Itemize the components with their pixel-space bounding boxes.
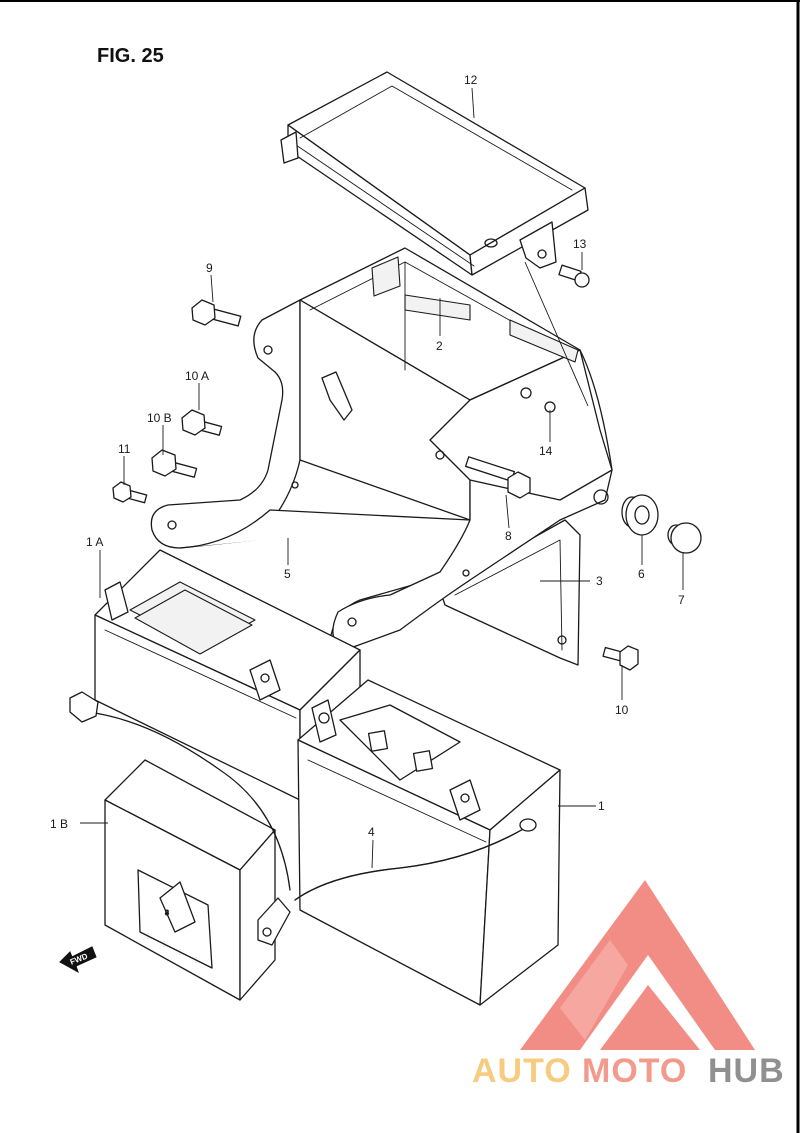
part-12-battery-cover [280,71,589,276]
part-10b-bolt [151,449,198,478]
part-10-bolt [602,645,639,671]
callout-9: 9 [206,261,213,275]
svg-text:8: 8 [165,910,169,917]
callout-5: 5 [284,567,291,581]
part-8-bolt [464,456,531,499]
part-6-grommet [621,494,659,536]
callout-labels: 12 13 9 2 10 A 10 B 14 11 8 1 A 5 3 6 7 … [50,73,685,839]
callout-6: 6 [638,567,645,581]
part-7-collar [667,522,702,554]
callout-10: 10 [615,703,629,717]
callout-4: 4 [368,825,375,839]
part-1b-battery-pack: 8 [104,759,276,1001]
part-13-bolt [558,264,590,288]
callout-1b: 1 B [50,817,68,831]
callout-1a: 1 A [86,535,103,549]
part-3-mounting-plate [439,519,581,666]
watermark-text-auto: AUTO [472,1052,572,1090]
figure-title: FIG. 25 [97,45,164,67]
callout-3: 3 [596,574,603,588]
part-10a-bolt [181,409,223,436]
callout-10a: 10 A [185,369,209,383]
part-1-battery [297,679,561,1006]
fwd-arrow: FWD [59,946,97,974]
watermark-text-hub: HUB [708,1052,785,1090]
callout-8: 8 [505,529,512,543]
callout-1: 1 [598,799,605,813]
callout-2: 2 [436,339,443,353]
watermark-logo: AUTO MOTO HUB [472,880,785,1090]
watermark-text-moto: MOTO [582,1052,687,1090]
callout-11: 11 [118,442,131,456]
callout-12: 12 [464,73,478,87]
callout-10b: 10 B [147,411,172,425]
callout-13: 13 [573,237,587,251]
part-9-bolt [191,299,242,327]
callout-14: 14 [539,444,553,458]
part-4-cable [69,691,537,946]
part-11-bolt [112,481,148,504]
callout-7: 7 [678,593,685,607]
leader-lines [80,87,684,869]
